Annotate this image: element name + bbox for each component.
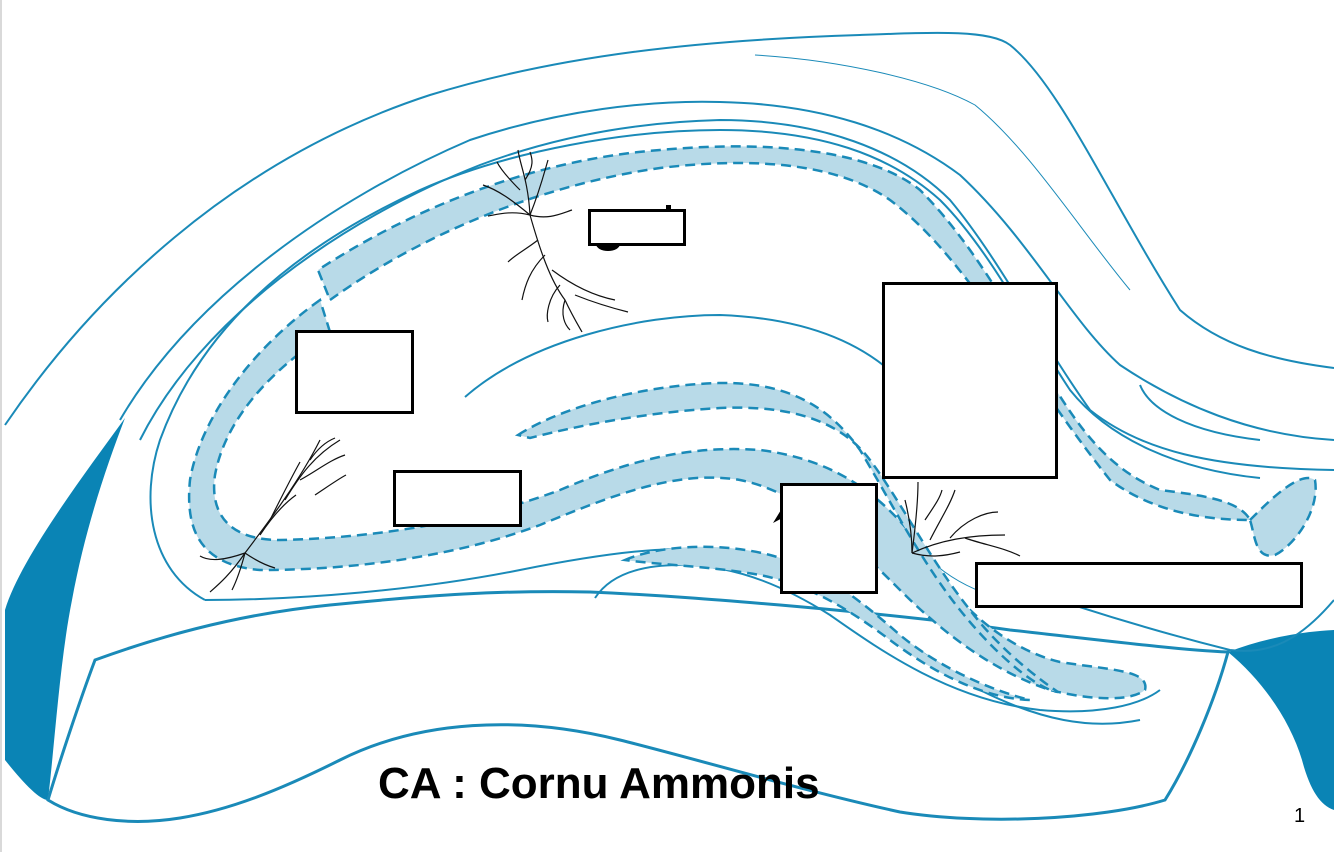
label-box-oriens[interactable]: [295, 330, 414, 414]
label-box-ca3[interactable]: [588, 209, 686, 246]
left-solid-region: [5, 418, 125, 800]
bottom-outline: [46, 590, 1230, 823]
label-box-dentate-gyrus[interactable]: [780, 483, 878, 594]
fissure-line: [464, 313, 901, 398]
outer-boundary: [4, 31, 1334, 426]
ca-inner-boundary: [149, 128, 1261, 601]
dentate-lower-layer: [620, 545, 1031, 702]
ca1-cell-layer-tip: [1248, 476, 1317, 557]
dentate-granule-layer: [514, 381, 1059, 694]
dentate-outer-line: [594, 563, 1161, 713]
inner-loop-line: [1139, 384, 1261, 441]
alveus-line: [119, 100, 1334, 441]
ca3-cell-layer-upper: [316, 145, 1253, 522]
oriens-outer-line: [139, 118, 1334, 471]
outer-thin-line: [754, 54, 1131, 291]
right-solid-region: [1228, 630, 1334, 810]
slide-number: 1: [1294, 805, 1306, 827]
label-box-subiculum[interactable]: [975, 562, 1303, 608]
pyramidal-neuron-left: [199, 437, 347, 593]
pyramidal-cell-layer: [187, 297, 1147, 700]
granule-neuron: [904, 481, 1021, 557]
slide-left-border: [0, 0, 2, 852]
label-box-radiatum[interactable]: [393, 470, 522, 527]
label-box-ca1[interactable]: [882, 282, 1058, 479]
pyramidal-neuron-upper: [482, 149, 629, 333]
slide-caption: CA : Cornu Ammonis: [378, 759, 820, 808]
